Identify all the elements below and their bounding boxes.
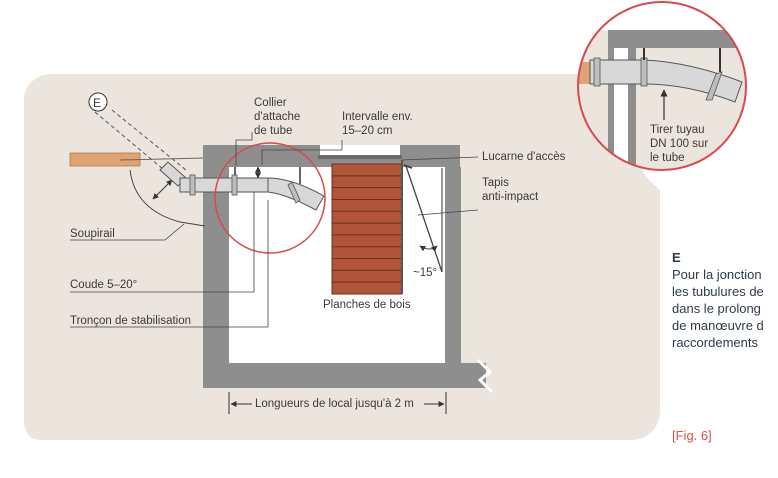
marker-e-circle — [88, 92, 108, 112]
pipe-coupling-1 — [189, 174, 196, 196]
access-dashed-line-1 — [94, 111, 171, 176]
access-hatch-opening — [320, 145, 400, 157]
side-line: de manœuvre d — [672, 318, 764, 333]
side-text: Pour la jonction les tubulures de dans l… — [672, 266, 764, 351]
ground-line — [119, 157, 206, 161]
marker-e-label: E — [93, 96, 101, 110]
label-troncon: Tronçon de stabilisation — [70, 315, 191, 327]
soupirail-arrow — [152, 179, 173, 200]
pipe-coupling-2 — [231, 174, 238, 196]
wood-planks — [331, 163, 403, 295]
label-intervalle: Intervalle env. 15–20 cm — [342, 111, 416, 137]
label-lucarne: Lucarne d'accès — [482, 151, 566, 163]
angle-arc — [419, 245, 438, 252]
detail-highlight-circle — [214, 142, 326, 254]
side-line: raccordements — [672, 335, 758, 350]
side-line: Pour la jonction — [672, 267, 762, 282]
figure-reference: [Fig. 6] — [672, 428, 712, 443]
soupirail-curve — [129, 169, 206, 227]
side-heading: E — [672, 250, 681, 265]
side-line: dans le prolong — [672, 301, 761, 316]
leader-troncon — [70, 200, 269, 328]
hatch-frame — [318, 155, 402, 159]
label-tapis: Tapis anti-impact — [482, 177, 539, 203]
leader-collier — [235, 132, 253, 166]
impact-mat — [405, 165, 443, 273]
leader-tapis — [417, 209, 479, 216]
label-soupirail: Soupirail — [70, 228, 115, 240]
right-wall-upper — [445, 145, 460, 167]
right-wall — [445, 167, 461, 388]
leader-intervalle — [261, 140, 343, 165]
leader-coude — [70, 192, 255, 293]
label-longueurs: Longueurs de local jusqu'à 2 m — [255, 398, 414, 410]
label-collier: Collier d'attache de tube — [254, 97, 304, 137]
leader-lucarne — [401, 156, 479, 161]
pipe-coupling-3 — [287, 181, 301, 204]
detail-zoom: Tirer tuyau DN 100 sur le tube — [577, 1, 747, 171]
label-angle: ~15° — [413, 267, 437, 279]
leader-soupirail — [70, 223, 185, 241]
impact-mat-top — [403, 164, 413, 169]
access-dashed-line-2 — [111, 109, 187, 171]
label-tirer: Tirer tuyau DN 100 sur le tube — [650, 124, 711, 164]
label-coude: Coude 5–20° — [70, 279, 137, 291]
label-planches: Planches de bois — [323, 299, 411, 311]
side-line: les tubulures de — [672, 284, 764, 299]
floor-break — [476, 358, 494, 394]
floor-slab — [203, 363, 486, 388]
